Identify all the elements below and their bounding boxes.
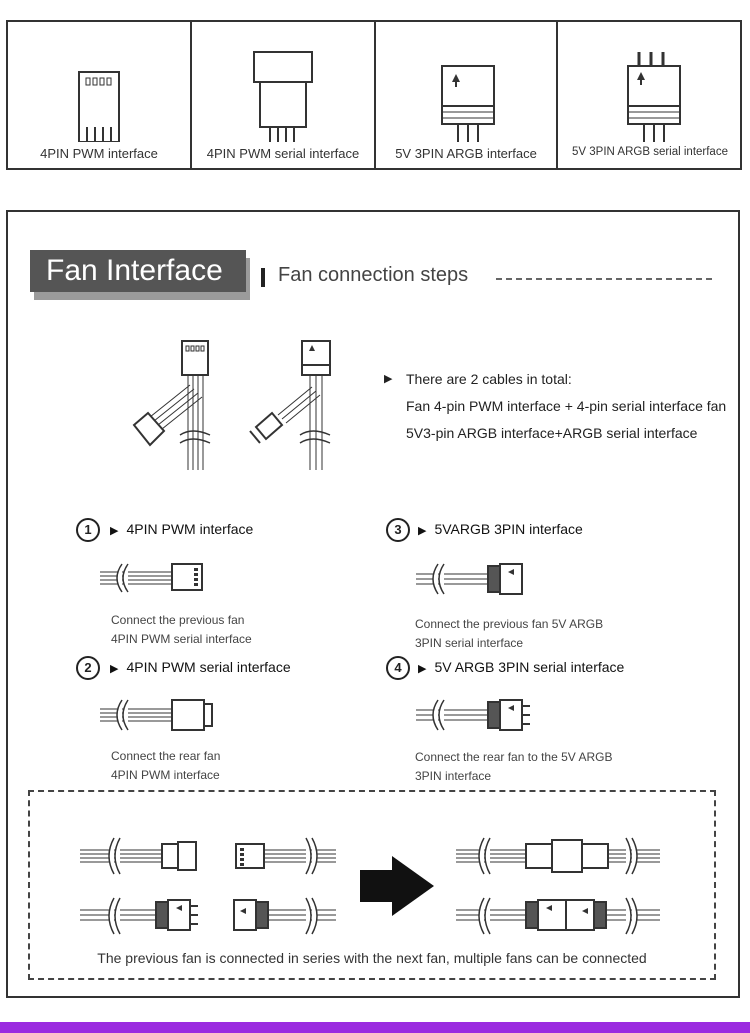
step-desc-line: 3PIN interface	[415, 769, 492, 783]
intro-line: 5V3-pin ARGB interface+ARGB serial inter…	[406, 425, 698, 441]
right-arrow-icon	[360, 856, 434, 916]
step-description: Connect the previous fan 4PIN PWM serial…	[111, 611, 252, 649]
connector-cell-4pin-pwm-serial: 4PIN PWM serial interface	[190, 22, 374, 168]
subtitle-marker	[261, 268, 265, 287]
step-title: ▶ 4PIN PWM serial interface	[110, 659, 291, 675]
intro-text: ▶ There are 2 cables in total: Fan 4-pin…	[384, 366, 727, 447]
connector-label: 4PIN PWM interface	[40, 146, 158, 161]
step-desc-line: 4PIN PWM interface	[111, 768, 220, 782]
section-title: Fan Interface	[30, 250, 246, 292]
intro-line: There are 2 cables in total:	[406, 371, 572, 387]
argb-serial-connector-diagram	[416, 699, 530, 731]
4pin-pwm-connector-icon	[78, 71, 120, 142]
connector-cell-argb: 5V 3PIN ARGB interface	[374, 22, 556, 168]
step-description: Connect the rear fan 4PIN PWM interface	[111, 747, 220, 785]
argb-3pin-serial-connector-icon	[627, 52, 681, 142]
step-title: ▶ 5VARGB 3PIN interface	[418, 521, 583, 537]
argb-connector-diagram	[416, 563, 523, 595]
bullet-arrow-icon: ▶	[110, 525, 119, 537]
series-connection-diagram	[80, 837, 660, 935]
step-title-text: 5V ARGB 3PIN serial interface	[434, 659, 625, 675]
connector-strip: 4PIN PWM interface 4PIN PWM serial inter…	[6, 20, 742, 170]
step-number: 3	[386, 518, 410, 542]
step-desc-line: Connect the rear fan to the 5V ARGB	[415, 750, 613, 764]
step-title-text: 5VARGB 3PIN interface	[434, 521, 583, 537]
bullet-arrow-icon: ▶	[418, 663, 427, 675]
connector-label: 5V 3PIN ARGB serial interface	[572, 146, 728, 158]
fan-interface-panel	[6, 210, 740, 998]
bullet-arrow-icon: ▶	[110, 663, 119, 675]
step-title-text: 4PIN PWM serial interface	[126, 659, 291, 675]
accent-bar	[0, 1022, 750, 1033]
pwm-connector-diagram	[100, 563, 203, 593]
series-connection-note: The previous fan is connected in series …	[97, 950, 647, 966]
step-number: 2	[76, 656, 100, 680]
4pin-pwm-serial-connector-icon	[253, 51, 313, 142]
step-description: Connect the rear fan to the 5V ARGB 3PIN…	[415, 748, 612, 786]
bullet-arrow-icon: ▶	[418, 525, 427, 537]
step-desc-line: Connect the rear fan	[111, 749, 221, 763]
connector-cell-4pin-pwm: 4PIN PWM interface	[8, 22, 190, 168]
step-desc-line: Connect the previous fan	[111, 613, 245, 627]
step-number: 1	[76, 518, 100, 542]
subtitle-divider	[496, 278, 712, 280]
connector-label: 4PIN PWM serial interface	[206, 146, 360, 161]
connector-cell-argb-serial: 5V 3PIN ARGB serial interface	[556, 22, 742, 168]
series-connection-box	[28, 790, 716, 980]
section-subtitle: Fan connection steps	[278, 264, 469, 286]
argb-3pin-connector-icon	[441, 65, 495, 142]
step-desc-line: Connect the previous fan 5V ARGB	[415, 617, 604, 631]
step-number: 4	[386, 656, 410, 680]
intro-line: Fan 4-pin PWM interface + 4-pin serial i…	[406, 398, 727, 414]
cable-overview-illustration	[132, 340, 331, 470]
bullet-arrow-icon: ▶	[384, 373, 393, 385]
step-title-text: 4PIN PWM interface	[126, 521, 254, 537]
pwm-serial-connector-diagram	[100, 699, 213, 731]
step-title: ▶ 4PIN PWM interface	[110, 521, 253, 537]
step-description: Connect the previous fan 5V ARGB 3PIN se…	[415, 615, 603, 653]
step-title: ▶ 5V ARGB 3PIN serial interface	[418, 659, 624, 675]
step-desc-line: 4PIN PWM serial interface	[111, 632, 252, 646]
step-desc-line: 3PIN serial interface	[415, 636, 524, 650]
connector-label: 5V 3PIN ARGB interface	[395, 146, 537, 161]
